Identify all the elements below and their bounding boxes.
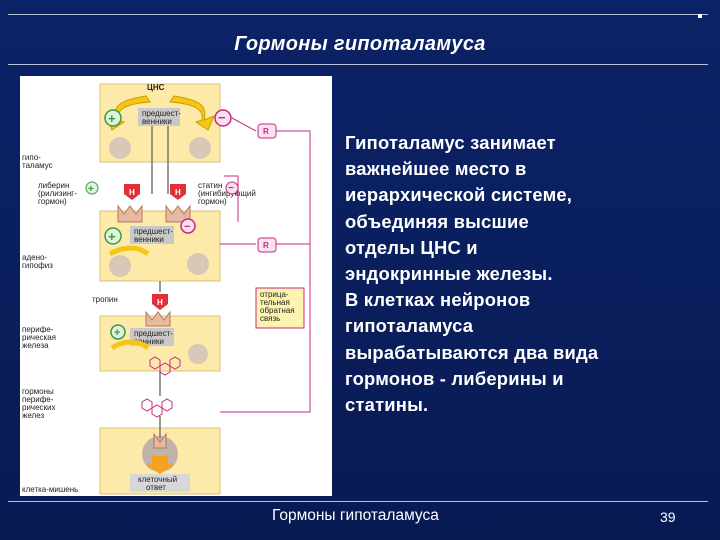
- cns-label: ЦНС: [147, 83, 165, 92]
- body-line: эндокринные железы.: [345, 263, 553, 285]
- precursor-label-1: предшест-: [134, 227, 173, 236]
- plus-icon: [104, 227, 122, 245]
- body-line: В клетках нейронов: [345, 289, 531, 311]
- hypothalamus-label-1: гипо-: [22, 153, 41, 162]
- adeno-label-1: адено-: [22, 253, 47, 262]
- liberin-label-3: гормон): [38, 197, 67, 206]
- hormone-h: H: [129, 188, 135, 197]
- title-rule: [8, 64, 708, 65]
- phormones-label-1: гормоны: [22, 387, 54, 396]
- slide-footer: Гормоны гипоталамуса: [272, 507, 439, 524]
- statin-label-2: (ингибирующий: [198, 189, 256, 198]
- plus-sign: +: [108, 229, 116, 244]
- nucleus: [109, 255, 131, 277]
- liberin-receptor: [117, 204, 143, 223]
- minus-sign: −: [184, 221, 190, 233]
- precursor-label-1: предшест-: [134, 329, 173, 338]
- cns-arrow-right: [169, 95, 215, 131]
- slide-title: Гормоны гипоталамуса: [234, 33, 486, 55]
- phormones-label-2: перифе-: [22, 395, 54, 404]
- minus-icon: [214, 109, 232, 127]
- adeno-label-2: гипофиз: [22, 261, 53, 270]
- precursor-label-2: венники: [134, 337, 164, 346]
- precursor-box: [130, 226, 174, 244]
- body-line: статины.: [345, 394, 429, 416]
- receptor-box-mid: [257, 237, 277, 253]
- target-receptor: [153, 432, 167, 449]
- receptor-r-mid: R: [263, 241, 269, 250]
- body-line: объединяя высшие: [345, 210, 529, 232]
- response-arrow-icon: [146, 456, 174, 474]
- feedback-label-3: обратная: [260, 306, 295, 315]
- hormone-diagram: ЦНС предшест- венники + − R R гипо- тала…: [22, 83, 311, 495]
- axon-lines: [151, 126, 169, 194]
- plus-sign: +: [108, 111, 116, 126]
- body-line: иерархической системе,: [345, 184, 573, 206]
- tropin-receptor: [145, 310, 171, 327]
- statin-label-1: статин: [198, 181, 222, 190]
- liberin-label-2: (рилизинг-: [38, 189, 77, 198]
- feedback-line-top: [231, 117, 257, 132]
- response-box: [130, 474, 190, 492]
- phormones-label-3: рических: [22, 403, 56, 412]
- top-rule: [8, 14, 708, 15]
- minus-icon: [180, 218, 196, 234]
- corner-marker: [698, 14, 702, 18]
- feedback-loop-line: [220, 130, 311, 413]
- feedback-label-2: тельная: [260, 298, 290, 307]
- hormone-h: H: [157, 298, 163, 307]
- hypothalamus-label-2: таламус: [22, 161, 53, 170]
- plus-sign: +: [88, 184, 94, 195]
- hormone-diagram-figure: ЦНС предшест- венники + − R R гипо- тала…: [20, 76, 332, 496]
- plus-icon: [110, 324, 126, 340]
- yellow-arrow: [108, 245, 150, 257]
- feedback-label-4: связь: [260, 314, 280, 323]
- precursor-box: [138, 108, 180, 126]
- nucleus: [189, 137, 211, 159]
- minus-sign: −: [218, 110, 226, 125]
- statin-receptor: [165, 204, 191, 223]
- feedback-label-1: отрица-: [260, 290, 289, 299]
- feedback-label-box: [255, 287, 305, 329]
- hormone-h: H: [175, 188, 181, 197]
- body-line: вырабатываются два вида: [345, 341, 599, 363]
- body-line: важнейшее место в: [345, 158, 527, 180]
- statin-label-3: гормон): [198, 197, 227, 206]
- plus-icon: [104, 109, 122, 127]
- precursor-label-2: венники: [134, 235, 164, 244]
- peripheral-label-1: перифе-: [22, 325, 54, 334]
- target-cell-label: клетка-мишень: [22, 485, 78, 494]
- peripheral-label-3: железа: [22, 341, 49, 350]
- peripheral-label-2: рическая: [22, 333, 56, 342]
- response-label-1: клеточный: [138, 475, 177, 484]
- minus-icon: [225, 181, 239, 195]
- nucleus: [188, 344, 208, 364]
- precursor-label-1: предшест-: [142, 109, 181, 118]
- liberin-hormone-icon: [124, 184, 140, 200]
- statin-inhibit-line: [224, 175, 239, 222]
- footer-rule: [8, 501, 708, 502]
- response-label-2: ответ: [146, 483, 166, 492]
- receptor-r-top: R: [263, 127, 269, 136]
- nucleus: [109, 137, 131, 159]
- body-line: гипоталамуса: [345, 315, 474, 337]
- target-nucleus: [142, 436, 178, 472]
- yellow-arrow: [110, 339, 150, 351]
- plus-icon: [85, 181, 99, 195]
- nucleus: [187, 253, 209, 275]
- tropin-label: тропин: [92, 295, 118, 304]
- plus-sign: +: [114, 327, 120, 339]
- body-line: Гипоталамус занимает: [345, 132, 556, 153]
- phormones-label-4: желез: [22, 411, 44, 420]
- page-number: 39: [660, 509, 676, 525]
- body-text: Гипоталамус занимает важнейшее место в и…: [345, 130, 705, 418]
- statin-hormone-icon: [170, 184, 186, 200]
- minus-sign: −: [228, 183, 234, 194]
- body-line: гормонов - либерины и: [345, 367, 564, 389]
- body-line: отделы ЦНС и: [345, 236, 478, 258]
- liberin-label-1: либерин: [38, 181, 69, 190]
- tropin-hormone-icon: [152, 294, 168, 310]
- precursor-label-2: венники: [142, 117, 172, 126]
